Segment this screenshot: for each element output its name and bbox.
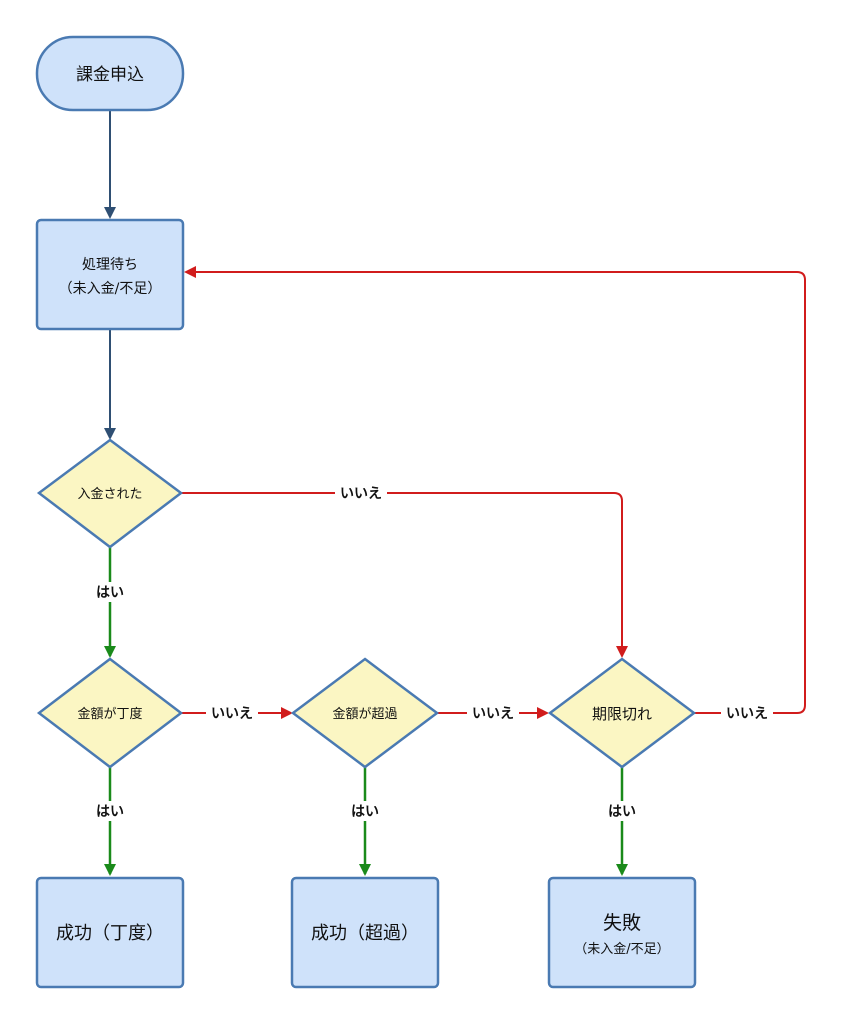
success-exact-label: 成功（丁度） (56, 923, 164, 944)
label-paid-yes: はい (96, 585, 124, 601)
success-exact-node: 成功（丁度） (35, 876, 185, 989)
label-exact-no: いいえ (211, 706, 253, 722)
fail-node-subtitle: （未入金/不足） (574, 941, 669, 957)
pending-node-title: 処理待ち (82, 257, 138, 273)
start-node-label: 課金申込 (76, 65, 144, 85)
label-paid-no: いいえ (340, 486, 382, 502)
expired-check-decision: 期限切れ (547, 657, 697, 769)
edge-expired-no (184, 266, 806, 714)
expired-check-label: 期限切れ (592, 705, 652, 723)
label-expired-no: いいえ (726, 706, 768, 722)
label-expired-yes: はい (608, 804, 636, 820)
pending-node-subtitle: （未入金/不足） (59, 281, 162, 297)
fail-node: 失敗 （未入金/不足） (547, 876, 697, 989)
success-over-label: 成功（超過） (311, 923, 419, 944)
start-node: 課金申込 (35, 35, 185, 112)
paid-check-decision: 入金された (36, 438, 184, 549)
fail-node-title: 失敗 (603, 912, 641, 934)
label-over-no: いいえ (472, 706, 514, 722)
edge-labels: いいえ はい いいえ いいえ いいえ はい はい はい (93, 483, 773, 821)
paid-check-label: 入金された (77, 486, 142, 502)
over-check-decision: 金額が超過 (290, 657, 440, 769)
exact-check-decision: 金額が丁度 (36, 657, 184, 769)
edge-paid-no (181, 492, 628, 658)
label-exact-yes: はい (96, 804, 124, 820)
edges (104, 110, 806, 876)
label-over-yes: はい (351, 804, 379, 820)
over-check-label: 金額が超過 (332, 706, 397, 722)
success-over-node: 成功（超過） (290, 876, 440, 989)
nodes: 課金申込 処理待ち （未入金/不足） 入金された 金額が丁度 金額が超過 期限切… (35, 35, 697, 989)
exact-check-label: 金額が丁度 (77, 706, 142, 722)
pending-node: 処理待ち （未入金/不足） (35, 218, 185, 331)
